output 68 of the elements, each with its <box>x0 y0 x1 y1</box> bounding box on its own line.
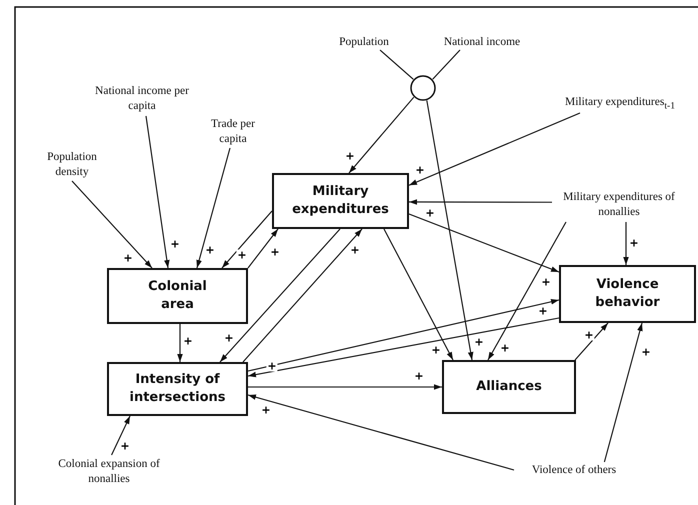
variable-label: Violence of others <box>532 462 616 478</box>
arrow <box>177 324 183 362</box>
edge-label: + <box>269 246 281 258</box>
box-label: Alliances <box>476 378 542 396</box>
variable-label: Population <box>339 34 389 50</box>
arrow <box>242 228 362 362</box>
edge-label: + <box>266 360 278 372</box>
edge-label: + <box>119 440 131 452</box>
variable-label: Colonial expansion of nonallies <box>57 457 161 487</box>
edge-label: + <box>204 244 216 256</box>
variable-label: National income <box>444 34 520 50</box>
edge-label: + <box>223 332 235 344</box>
arrow <box>111 416 130 456</box>
variable-box <box>107 362 248 416</box>
arrow <box>348 96 414 174</box>
arrow <box>222 210 272 268</box>
arrow <box>72 180 152 268</box>
edge-label: + <box>430 344 442 356</box>
box-label: Intensity of intersections <box>130 371 226 407</box>
edge-label: + <box>236 250 248 260</box>
edge-label: + <box>473 336 485 348</box>
arrow <box>248 228 278 268</box>
variable-label: Population density <box>46 150 98 180</box>
variable-box <box>559 265 696 323</box>
variable-box <box>442 360 576 414</box>
edge-label: + <box>349 244 361 256</box>
variable-box <box>107 268 248 324</box>
edge-label: + <box>540 276 552 288</box>
arrow <box>248 299 560 372</box>
edge-label: + <box>169 238 181 250</box>
edge-label: + <box>424 208 436 218</box>
edge-label: + <box>640 346 652 358</box>
arrow <box>426 100 474 360</box>
edge-label: + <box>344 150 356 162</box>
arrow <box>623 222 629 265</box>
box-label: Violence behavior <box>594 276 661 312</box>
variable-box <box>272 173 409 229</box>
arrow <box>248 317 560 378</box>
variable-label: Military expenditures of nonallies <box>562 190 676 220</box>
variable-label: Military expenditures$_{t-1}$ <box>565 95 675 113</box>
edge-label: + <box>499 342 511 354</box>
edge-label: + <box>628 238 640 248</box>
box-label: Colonial area <box>147 278 208 314</box>
arrow <box>408 112 580 186</box>
variable-label: Trade per capita <box>210 117 256 147</box>
arrow <box>196 148 231 268</box>
edge-label: + <box>122 252 134 264</box>
variable-label: National income per capita <box>94 84 190 114</box>
edge-label: + <box>583 330 595 340</box>
arrow <box>604 322 643 462</box>
arrow <box>248 384 442 390</box>
arrow <box>409 199 552 205</box>
arrow <box>145 116 170 268</box>
edge-label: + <box>413 370 425 382</box>
arrow <box>384 228 454 360</box>
box-label: Military expenditures <box>292 183 389 219</box>
arrow <box>408 213 560 273</box>
arrow <box>220 228 340 362</box>
arrow <box>248 394 514 471</box>
arrow <box>488 222 566 360</box>
junction-circle <box>410 75 436 101</box>
line <box>432 50 460 80</box>
arrow <box>574 322 608 360</box>
edge-label: + <box>182 336 194 346</box>
line <box>380 50 414 80</box>
edge-label: + <box>537 306 549 316</box>
edge-label: + <box>260 404 272 416</box>
edge-label: + <box>414 164 426 176</box>
